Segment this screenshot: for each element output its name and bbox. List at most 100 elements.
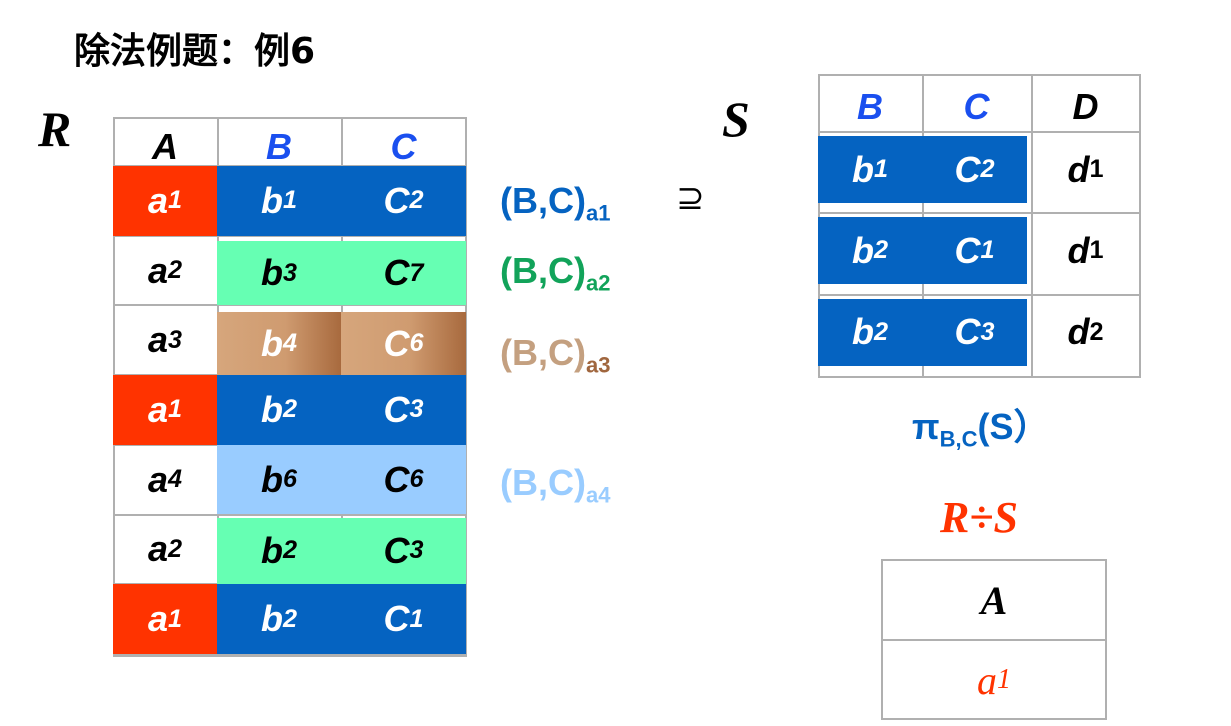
r-cell-b-subscript: 2 — [282, 604, 297, 633]
r-cell-c-text: C — [383, 529, 410, 571]
s-header-b: B — [857, 85, 883, 127]
result-header: A — [980, 577, 1008, 623]
s-row-highlight — [818, 136, 1027, 203]
s-cell-b-text: b — [851, 229, 874, 271]
r-cell-a-text: a — [147, 249, 168, 291]
r-cell-c-text: C — [383, 179, 410, 221]
row-divider — [113, 234, 467, 237]
r-cell-b-subscript: 4 — [282, 329, 297, 358]
r-header-b: B — [266, 126, 292, 167]
pi-symbol: π — [912, 406, 940, 447]
r-cell-a-text: a — [147, 458, 168, 500]
s-cell-b-subscript: 1 — [873, 155, 888, 183]
row-divider — [113, 652, 467, 655]
s-cell-b-subscript: 2 — [873, 317, 888, 346]
s-cell-d-subscript: 2 — [1089, 317, 1104, 346]
r-cell-a-text: a — [147, 528, 168, 570]
r-cell-c-subscript: 3 — [409, 395, 424, 424]
r-cell-a-text: a — [147, 179, 168, 221]
r-cell-b-text: b — [260, 388, 283, 430]
image-set-text: (B,C) — [500, 462, 586, 503]
r-cell-a-subscript: 1 — [168, 186, 183, 215]
r-header-c: C — [390, 126, 417, 167]
s-header-c: C — [963, 85, 990, 127]
r-cell-a-subscript: 2 — [168, 534, 183, 563]
r-cell-c-text: C — [383, 388, 410, 430]
row-divider — [113, 304, 467, 307]
s-cell-d-text: d — [1067, 229, 1090, 271]
superset-symbol: ⊇ — [676, 179, 705, 217]
r-cell-b-text: b — [260, 458, 283, 500]
image-set-subscript: a4 — [585, 482, 611, 508]
r-cell-c-text: C — [383, 458, 410, 500]
r-cell-b-text: b — [260, 322, 283, 364]
column-divider — [1031, 74, 1033, 378]
r-cell-c-subscript: 1 — [409, 604, 424, 633]
division-label: R÷S — [940, 493, 1018, 542]
s-cell-c-subscript: 2 — [980, 155, 995, 183]
slide-title: 除法例题：例6 — [74, 31, 316, 72]
r-cell-b-text: b — [260, 179, 283, 221]
s-cell-b-subscript: 2 — [873, 236, 888, 265]
r-header-a: A — [152, 126, 178, 167]
projection-subscript: B,C — [939, 426, 978, 452]
r-cell-b-text: b — [260, 529, 283, 571]
image-set-label-a1: (B,C)a1 — [500, 180, 610, 227]
image-set-text: (B,C) — [500, 180, 586, 221]
row-divider — [818, 131, 1141, 133]
row-divider — [113, 513, 467, 516]
r-cell-c-subscript: 7 — [409, 258, 424, 287]
row-divider — [818, 293, 1141, 296]
r-cell-a-subscript: 1 — [168, 395, 183, 424]
relation-s-label: S — [722, 91, 750, 147]
s-cell-c-subscript: 1 — [980, 236, 995, 265]
s-cell-b-text: b — [851, 311, 874, 353]
image-set-subscript: a2 — [585, 270, 611, 296]
row-divider — [883, 639, 1105, 641]
r-cell-a-text: a — [147, 388, 168, 430]
r-cell-b-text: b — [260, 252, 283, 294]
r-cell-c-subscript: 6 — [409, 465, 424, 494]
r-cell-a-subscript: 1 — [168, 604, 183, 633]
image-set-label-a4: (B,C)a4 — [500, 462, 610, 509]
r-cell-a-text: a — [147, 319, 168, 361]
s-cell-d-text: d — [1067, 148, 1090, 190]
s-cell-c-subscript: 3 — [980, 317, 995, 346]
r-cell-b-subscript: 2 — [282, 395, 297, 424]
s-cell-c-text: C — [954, 229, 981, 271]
s-cell-c-text: C — [954, 148, 981, 190]
s-cell-d-subscript: 1 — [1089, 155, 1104, 184]
row-divider — [818, 212, 1141, 215]
s-row-highlight — [818, 298, 1027, 366]
s-row-highlight — [818, 217, 1027, 285]
r-cell-c-text: C — [383, 322, 410, 364]
s-cell-c-text: C — [954, 311, 981, 353]
r-cell-a-subscript: 3 — [168, 325, 183, 354]
r-cell-c-text: C — [383, 252, 410, 294]
r-cell-b-subscript: 1 — [282, 186, 297, 215]
image-set-label-a2: (B,C)a2 — [500, 250, 610, 297]
r-cell-b-subscript: 6 — [282, 465, 297, 494]
